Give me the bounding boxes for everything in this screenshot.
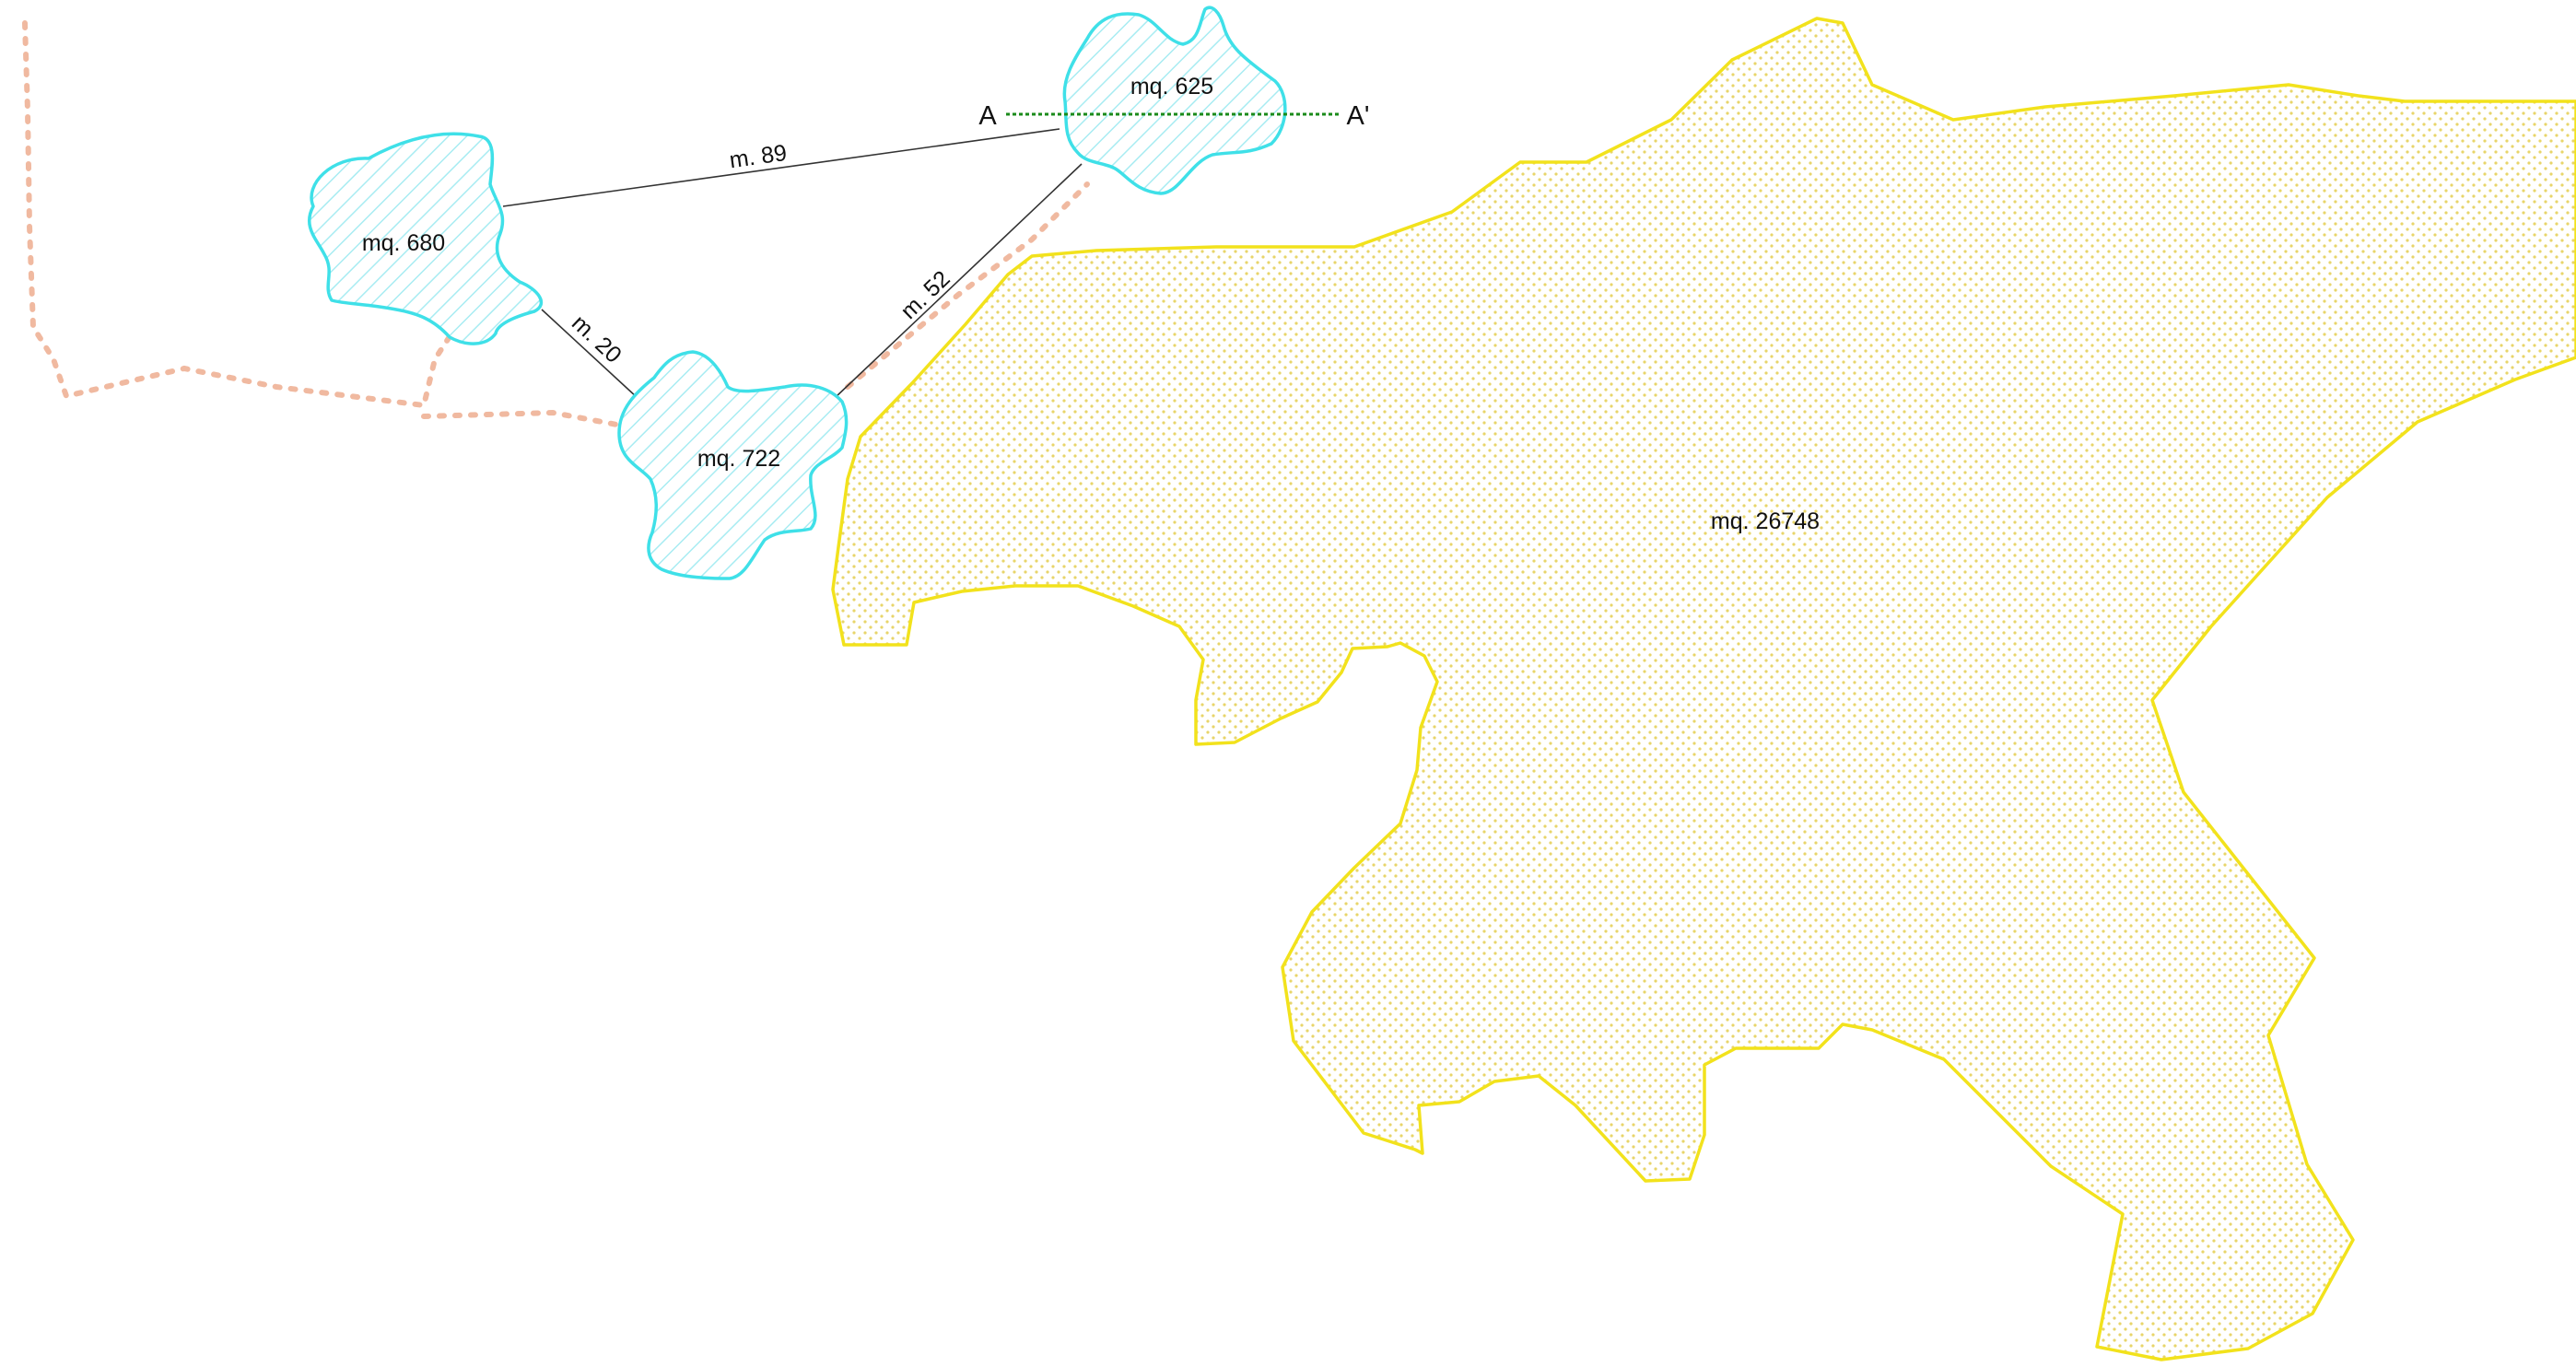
measure-line-20 (541, 309, 638, 399)
land-area-body (831, 17, 2576, 1361)
measure-lines (502, 128, 1083, 399)
land-area-label: mq. 26748 (1711, 508, 1820, 534)
pond-722-shape (617, 350, 849, 580)
trail-east (845, 181, 1090, 390)
trail-west (22, 20, 462, 409)
pond-625-shape (1062, 6, 1287, 195)
pond-722-label: mq. 722 (697, 446, 780, 472)
measure-line-52 (834, 163, 1083, 399)
pond-680-label: mq. 680 (362, 230, 445, 256)
trail-south (421, 409, 625, 428)
section-end-label: A' (1347, 101, 1370, 131)
pond-680-shape (308, 132, 543, 345)
section-start-label: A (978, 101, 997, 131)
pond-625-label: mq. 625 (1130, 74, 1213, 99)
distance-label-52: m. 52 (896, 265, 954, 324)
measure-line-89 (502, 128, 1060, 207)
